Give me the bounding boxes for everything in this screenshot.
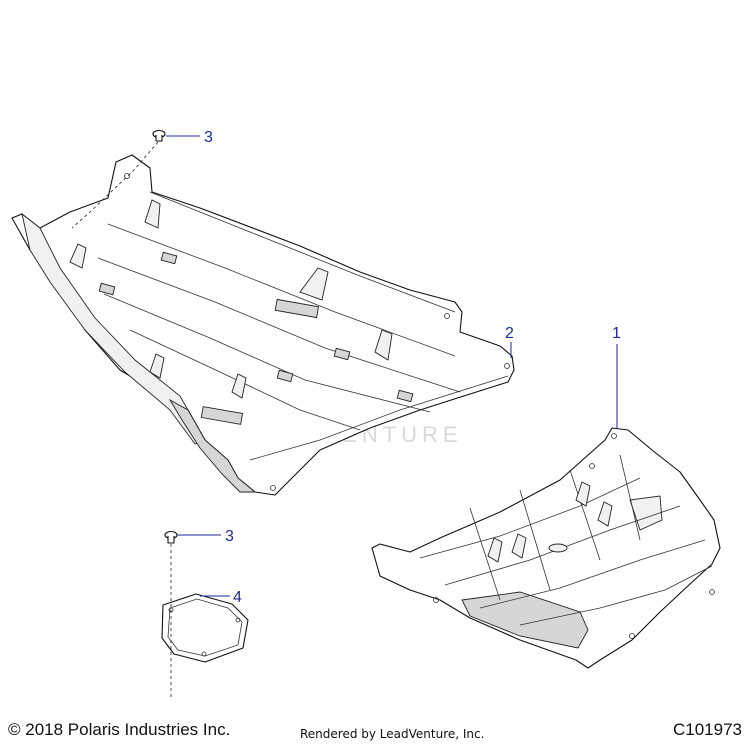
install-line-upper — [71, 141, 159, 229]
diagram-id: C101973 — [672, 720, 742, 739]
callout-number-2[interactable]: 2 — [505, 325, 514, 342]
callout-number-4[interactable]: 4 — [233, 589, 242, 606]
copyright-text: © 2018 Polaris Industries Inc. — [8, 720, 231, 739]
skid-plate-small[interactable] — [371, 427, 721, 669]
callout-number-3-upper[interactable]: 3 — [204, 129, 213, 146]
callout-number-1[interactable]: 1 — [612, 325, 621, 342]
skid-plate-large[interactable] — [11, 154, 515, 496]
rendered-by-text: Rendered by LeadVenture, Inc. — [300, 727, 485, 741]
callout-number-3-lower[interactable]: 3 — [225, 528, 234, 545]
cover-plate[interactable] — [161, 593, 249, 663]
fastener-lower[interactable] — [164, 530, 178, 544]
fastener-upper[interactable] — [152, 129, 166, 142]
